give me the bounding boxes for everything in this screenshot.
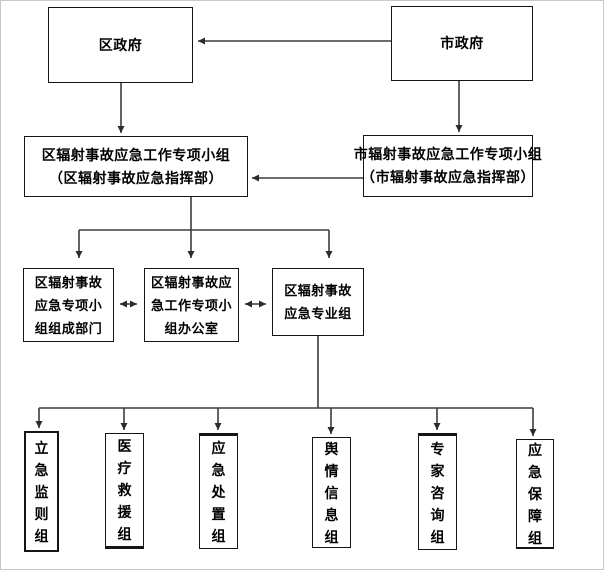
node-taskforce-office: 区辐射事故应 急工作专项小 组办公室	[144, 268, 239, 342]
node-label-line1: 区辐射事故	[34, 274, 103, 290]
node-label-vertical: 应急处置组	[211, 440, 226, 544]
node-professional-groups: 区辐射事故 应急专业组	[272, 268, 364, 336]
node-district-government: 区政府	[48, 7, 193, 83]
node-label-line1: 区辐射事故应	[150, 274, 232, 290]
node-label-vertical: 专家咨询组	[430, 440, 445, 545]
node-label-line1: 区辐射事故	[284, 283, 352, 298]
node-city-taskforce: 市辐射事故应急工作专项小组 （市辐射事故应急指挥部）	[354, 135, 542, 197]
node-label-line1: 市辐射事故应急工作专项小组	[353, 146, 543, 162]
node-public-opinion-info-group: 舆情信息组	[312, 437, 351, 548]
connector-bottom-rail	[39, 336, 533, 409]
node-label-vertical: 立急监则组	[34, 439, 49, 544]
node-monitoring-group: 立急监则组	[24, 431, 59, 552]
node-label-vertical: 医疗救援组	[117, 438, 132, 542]
node-expert-consultation-group: 专家咨询组	[418, 433, 457, 550]
connector-taskforce-branch-rail	[79, 197, 329, 231]
node-label-vertical: 舆情信息组	[324, 440, 339, 545]
node-label: 市政府	[440, 35, 484, 51]
node-label-line2: （市辐射事故应急指挥部）	[361, 169, 535, 185]
node-label-line3: 组办公室	[164, 320, 219, 336]
node-label-line2: 急工作专项小	[150, 297, 232, 313]
node-label: 区政府	[98, 36, 143, 53]
node-medical-rescue-group: 医疗救援组	[105, 433, 144, 549]
node-label-line3: 组组成部门	[34, 320, 103, 336]
node-label-vertical: 应急保障组	[528, 441, 542, 546]
node-city-government: 市政府	[391, 6, 533, 81]
node-label-line2: （区辐射事故应急指挥部）	[49, 169, 223, 186]
node-label-line2: 应急专项小	[34, 297, 103, 313]
node-label-line2: 应急专业组	[284, 306, 352, 321]
node-district-taskforce: 区辐射事故应急工作专项小组 （区辐射事故应急指挥部）	[24, 136, 248, 197]
node-member-departments: 区辐射事故 应急专项小 组组成部门	[23, 268, 114, 342]
node-emergency-disposal-group: 应急处置组	[199, 433, 238, 549]
node-label-line1: 区辐射事故应急工作专项小组	[41, 146, 231, 163]
node-emergency-support-group: 应急保障组	[516, 439, 554, 549]
